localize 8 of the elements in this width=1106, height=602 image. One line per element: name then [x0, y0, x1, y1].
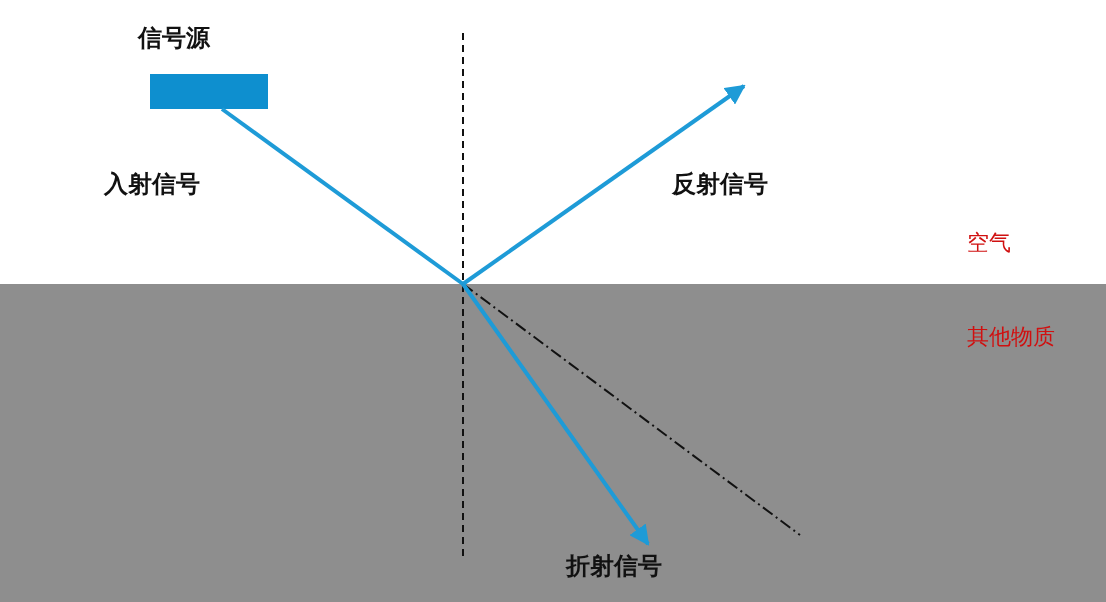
ray-label: 反射信号: [672, 169, 768, 200]
medium-band: [0, 284, 1106, 602]
region-label: 空气: [967, 229, 1011, 257]
ray-label: 折射信号: [566, 551, 662, 582]
ray-label: 入射信号: [104, 169, 200, 200]
source-label: 信号源: [138, 23, 210, 54]
incident-ray: [220, 107, 465, 286]
region-label: 其他物质: [967, 323, 1055, 351]
